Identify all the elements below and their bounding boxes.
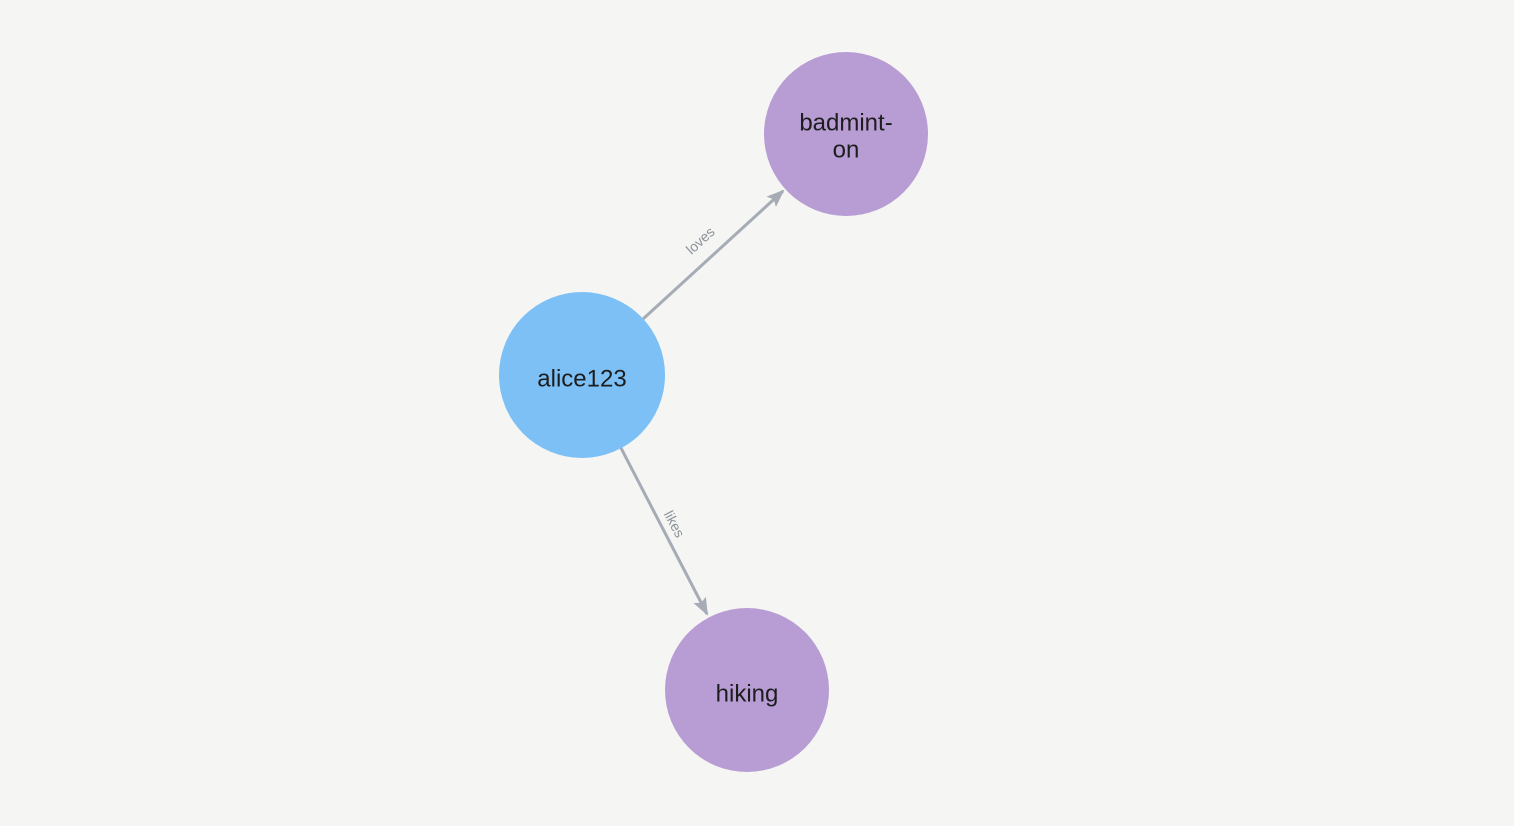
edge-line-loves[interactable] [641,189,785,321]
edge-label-loves: loves [683,223,718,257]
node-circle-hiking[interactable] [665,608,829,772]
node-badminton[interactable]: badmint- on [764,52,928,216]
node-alice123[interactable]: alice123 [499,292,665,458]
node-hiking[interactable]: hiking [665,608,829,772]
edge-loves[interactable]: loves [641,189,785,321]
node-circle-alice123[interactable] [499,292,665,458]
edge-likes[interactable]: likes [619,447,709,616]
edge-line-likes[interactable] [619,447,709,616]
node-circle-badminton[interactable] [764,52,928,216]
